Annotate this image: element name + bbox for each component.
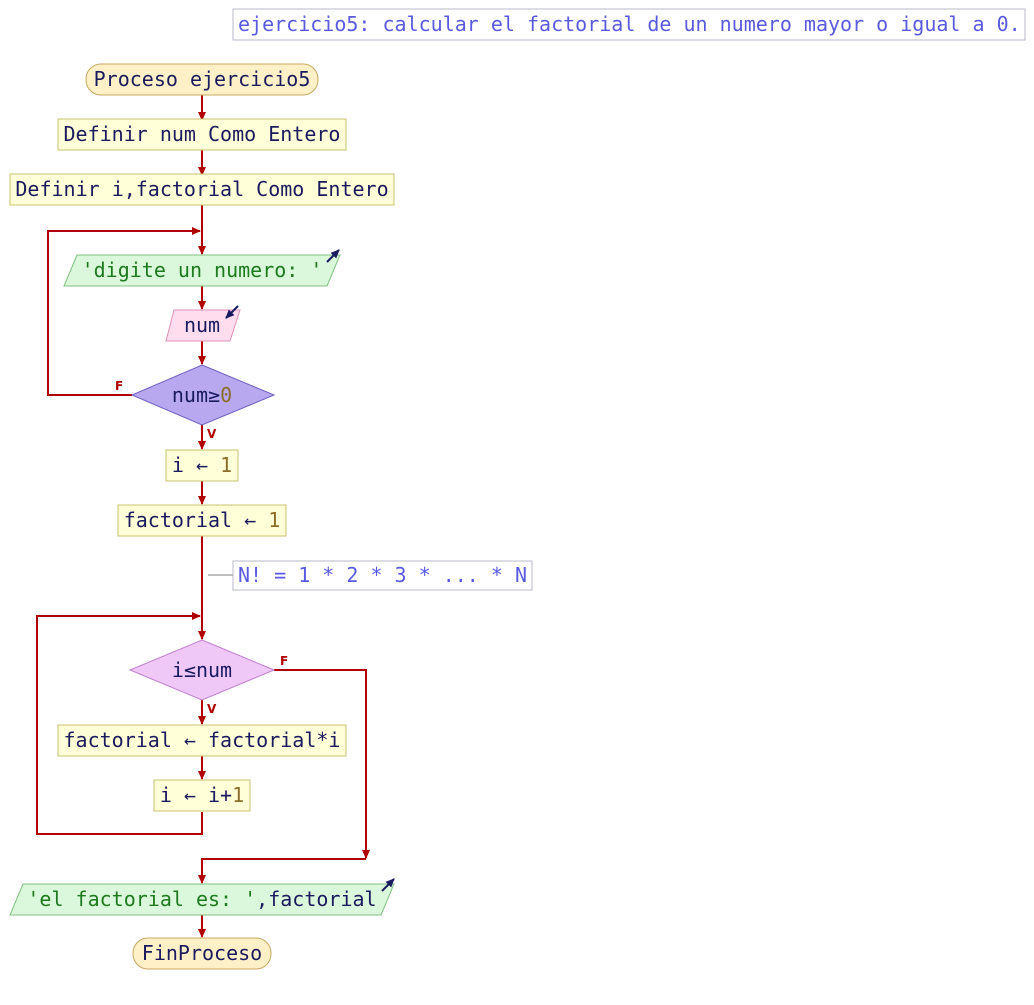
edge-cond1-false-loop: [47, 227, 201, 396]
edge-merge-output: [198, 858, 366, 884]
write-result-label: 'el factorial es: ',factorial: [27, 887, 376, 911]
define-num-label: Definir num Como Entero: [64, 122, 341, 146]
formula-comment: N! = 1 * 2 * 3 * ... * N: [232, 560, 533, 591]
false-label-2: F: [280, 654, 288, 668]
edge-cond2-false: [274, 669, 370, 859]
loop-body-factorial-node: factorial ← factorial*i: [57, 724, 347, 757]
read-num-label: num: [184, 313, 220, 337]
read-num-node: num: [165, 305, 241, 342]
edge-loop-back: [36, 612, 203, 835]
assign-i-label: i ← 1: [172, 453, 232, 477]
loop-body-increment-node: i ← i+1: [153, 779, 251, 812]
assign-factorial-label: factorial ← 1: [124, 508, 281, 532]
decision-num-ge-0-label: num≥0: [172, 383, 232, 407]
edges: [36, 95, 370, 938]
title-comment-text: ejercicio5: calcular el factorial de un …: [238, 12, 1021, 36]
start-label: Proceso ejercicio5: [94, 67, 311, 91]
formula-comment-text: N! = 1 * 2 * 3 * ... * N: [238, 563, 527, 587]
output-arrow-icon: [381, 878, 395, 892]
start-node: Proceso ejercicio5: [85, 63, 319, 96]
true-label-1: V: [207, 427, 217, 441]
write-prompt-label: 'digite un numero: ': [82, 258, 323, 282]
write-prompt-node: 'digite un numero: ': [63, 249, 341, 287]
write-result-node: 'el factorial es: ',factorial: [9, 878, 395, 916]
decision-num-ge-0: num≥0: [130, 364, 276, 426]
decision-i-le-num: i≤num: [128, 639, 276, 701]
end-node: FinProceso: [132, 937, 272, 970]
end-label: FinProceso: [142, 941, 262, 965]
define-i-factorial-node: Definir i,factorial Como Entero: [9, 173, 395, 206]
input-arrow-icon: [225, 305, 239, 319]
loop-body-increment-label: i ← i+1: [160, 783, 244, 807]
assign-i-node: i ← 1: [165, 449, 239, 482]
define-i-factorial-label: Definir i,factorial Como Entero: [15, 177, 388, 201]
output-arrow-icon: [326, 249, 340, 263]
loop-body-factorial-label: factorial ← factorial*i: [64, 728, 341, 752]
assign-factorial-node: factorial ← 1: [117, 504, 287, 537]
title-comment: ejercicio5: calcular el factorial de un …: [232, 8, 1026, 41]
false-label-1: F: [115, 379, 123, 393]
decision-i-le-num-label: i≤num: [172, 658, 232, 682]
define-num-node: Definir num Como Entero: [57, 118, 347, 151]
true-label-2: V: [207, 702, 217, 716]
